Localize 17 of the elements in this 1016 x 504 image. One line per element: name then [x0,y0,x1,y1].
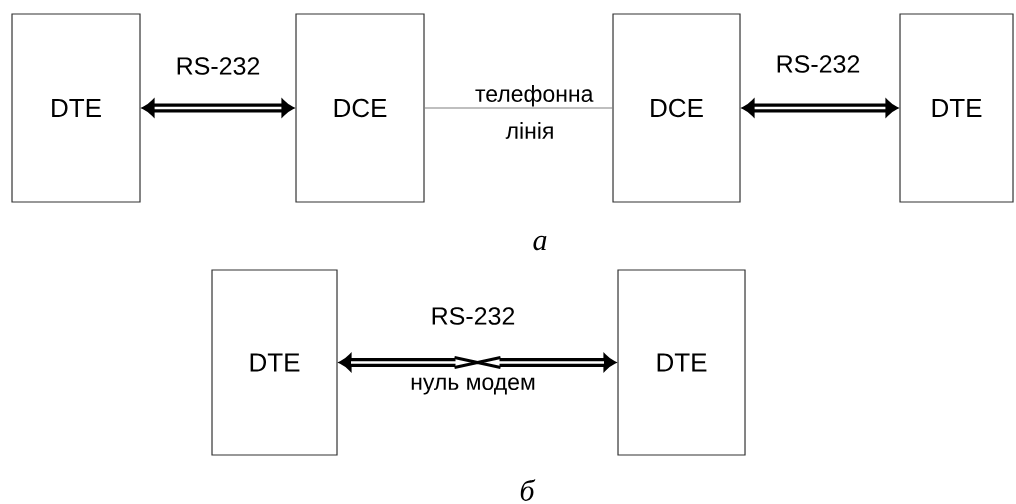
double-arrow [142,99,294,117]
cable-label: нуль модем [411,377,535,395]
subfigure-letter: а [533,235,547,251]
device-box: DCE [612,13,741,203]
device-box: DTE [617,269,746,456]
edge-label: RS-232 [177,57,260,75]
connector-line [424,107,613,109]
edge-label: RS-232 [777,55,860,73]
device-box: DTE [211,269,338,456]
edge-label: телефонна лінія [475,85,594,139]
double-arrow [742,99,898,117]
edge-label: RS-232 [432,307,515,325]
subfigure-letter: б [520,479,536,501]
device-box: DTE [11,13,141,203]
device-box: DTE [899,13,1014,203]
device-box: DCE [295,13,425,203]
null-modem-arrow [339,354,616,371]
